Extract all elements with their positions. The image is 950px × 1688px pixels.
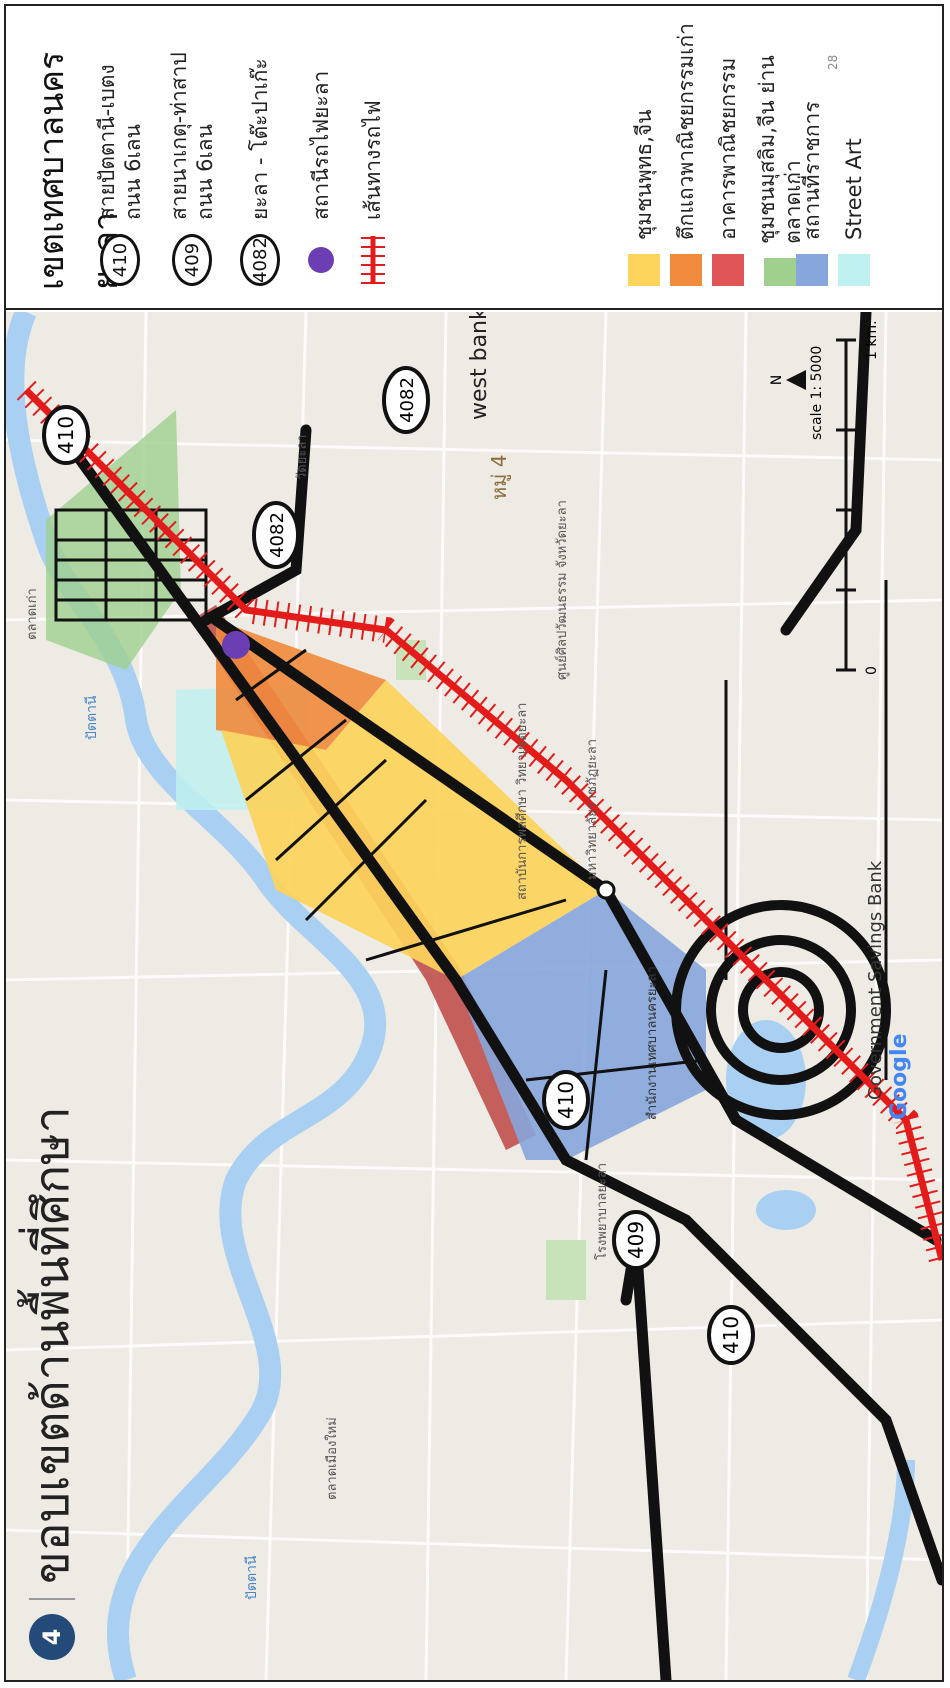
temple-label: วัดยะลา	[295, 434, 310, 480]
main-roads	[60, 306, 942, 1680]
legend-zone-street-art: Street Art	[838, 138, 870, 286]
legend-road-410: 410 สายปัตตานี-เบตง ถนน 6เลน	[94, 64, 146, 286]
station-dot-icon	[308, 247, 334, 273]
legend-road-409-lanes: ถนน 6เลน	[193, 124, 217, 220]
road-409-icon: 409	[172, 234, 212, 286]
legend-road-410-name: สายปัตตานี-เบตง	[95, 64, 119, 220]
scale-bar: 0 1 km. scale 1: 5000	[809, 320, 880, 675]
legend-road-409: 409 สายนาเกตุ-ท่าสาป ถนน 6เลน	[166, 52, 218, 286]
road-badge-4082-b: 4082	[382, 366, 430, 434]
old-market-label: ตลาดเก่า	[25, 588, 40, 640]
zone-swatch	[764, 257, 796, 286]
road-badge-410-b: 410	[542, 1070, 590, 1130]
legend-road-410-lanes: ถนน 6เลน	[121, 124, 145, 220]
svg-text:410: 410	[554, 1081, 578, 1119]
legend-zone-buddhist: ชุมชนพุทธ,จีน	[628, 109, 660, 286]
zone-swatch	[670, 254, 702, 286]
river-label: ปัตตานี	[244, 1555, 260, 1600]
map-area[interactable]: 410 410 410 409 4082 4082	[6, 306, 942, 1680]
legend-railway-label: เส้นทางรถไฟ	[361, 100, 385, 220]
legend-road-4082-name: ยะลา - โต๊ะปาเก๊ะ	[248, 58, 272, 220]
page-title: ขอบเขตด้านพื้นที่ศึกษา	[24, 1106, 80, 1584]
legend-zone-government: สถานที่ราชการ	[796, 101, 828, 286]
road-badge-410-a: 410	[42, 405, 90, 465]
google-label: Google	[887, 1034, 912, 1121]
map-canvas: 410 410 410 409 4082 4082	[6, 306, 942, 1680]
park-patch	[546, 1240, 586, 1300]
railway-line	[16, 380, 942, 1264]
svg-text:scale 1: 5000: scale 1: 5000	[809, 346, 825, 440]
road-badge-4082-a: 4082	[252, 501, 300, 569]
svg-text:4082: 4082	[267, 512, 288, 558]
rotated-sheet: 410 410 410 409 4082 4082	[6, 6, 942, 1680]
pond	[756, 1190, 816, 1230]
university-label: มหาวิทยาลัยราชภัฏยะลา	[585, 739, 600, 880]
zone-buddhist-chinese	[221, 680, 606, 980]
svg-text:4082: 4082	[397, 377, 418, 423]
svg-text:410: 410	[54, 416, 78, 454]
savings-bank-label: Government Savings Bank	[865, 860, 886, 1100]
section-badge: 4	[29, 1614, 75, 1660]
moo4-label: หมู่ 4	[487, 455, 512, 500]
railway-station-marker[interactable]	[222, 631, 250, 659]
legend-station-label: สถานีรถไฟยะลา	[309, 70, 333, 220]
legend-station: สถานีรถไฟยะลา	[308, 71, 334, 286]
park-patch	[396, 640, 426, 680]
legend-road-409-name: สายนาเกตุ-ท่าสาป	[167, 52, 191, 220]
district-rings	[671, 900, 891, 1120]
road-badge-409: 409	[612, 1210, 660, 1270]
svg-text:N: N	[769, 375, 785, 385]
market-label: ตลาดเมืองใหม่	[324, 1417, 340, 1500]
zone-swatch	[628, 254, 660, 286]
page-number: 28	[826, 54, 840, 70]
title-divider	[29, 1598, 75, 1600]
river-label: ปัตตานี	[84, 695, 100, 740]
north-arrow: N	[769, 370, 806, 390]
zone-swatch	[838, 254, 870, 286]
junction-marker	[596, 880, 616, 900]
svg-text:410: 410	[719, 1316, 743, 1354]
svg-text:0: 0	[864, 666, 880, 675]
legend-road-4082: 4082 ยะลา - โต๊ะปาเก๊ะ	[240, 58, 280, 286]
page-header: 4 ขอบเขตด้านพื้นที่ศึกษา	[14, 1106, 90, 1660]
legend-railway: เส้นทางรถไฟ	[358, 100, 388, 286]
legend-zone-shophouse: ตึกแถวพาณิชยกรรมเก่า	[670, 23, 702, 286]
road-badge-410-c: 410	[707, 1305, 755, 1365]
svg-text:409: 409	[624, 1221, 648, 1259]
legend-zone-commercial: อาคารพาณิชยกรรม	[712, 58, 744, 286]
svg-text:1 km.: 1 km.	[864, 320, 880, 360]
legend-panel: เขตเทศบาลนครยะลา 410 สายปัตตานี-เบตง ถนน…	[6, 6, 942, 310]
zone-swatch	[712, 254, 744, 286]
zone-swatch	[796, 254, 828, 286]
municipal-office-label: สำนักงานเทศบาลนครยะลา	[645, 966, 660, 1120]
road-410-icon: 410	[100, 234, 140, 286]
culture-center-label: ศูนย์ศิลปวัฒนธรรม จังหวัดยะลา	[554, 500, 570, 680]
west-bank-label: west bank	[467, 312, 492, 420]
hospital-label: โรงพยาบาลยะลา	[594, 1163, 610, 1260]
railway-icon	[361, 236, 385, 284]
page-frame: 410 410 410 409 4082 4082	[4, 4, 944, 1682]
road-4082-icon: 4082	[240, 234, 280, 286]
college-label: สถาบันการพลศึกษา วิทยาเขตยะลา	[515, 703, 530, 900]
